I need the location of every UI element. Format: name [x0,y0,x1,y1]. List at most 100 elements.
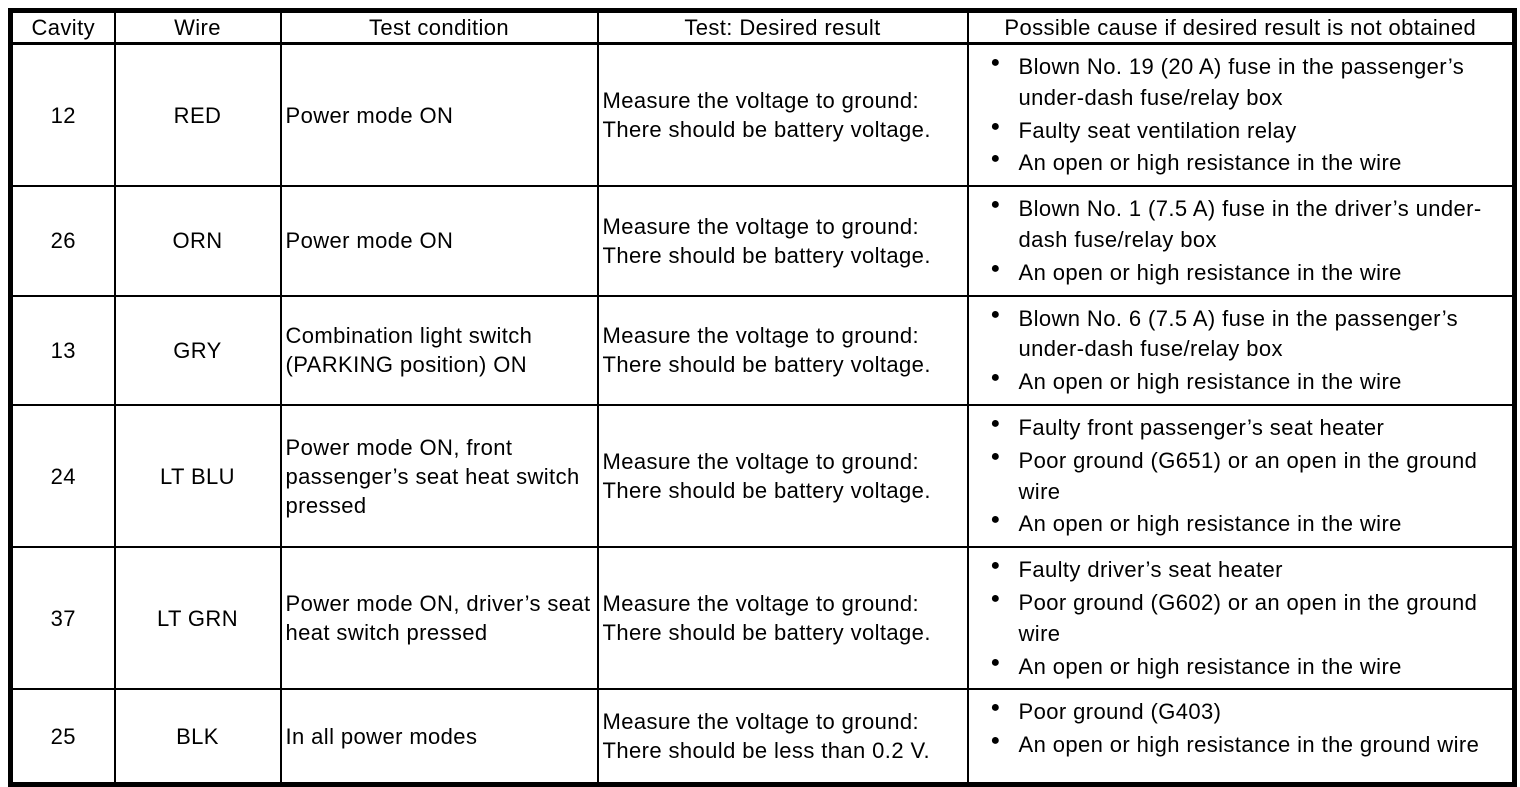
cause-item: ● An open or high resistance in the wire [970,509,1497,540]
desired-result-cell: Measure the voltage to ground:There shou… [596,42,969,188]
desired-result-cell: Measure the voltage to ground: There shou… [596,688,969,786]
test-condition-cell: Power mode ON, driver’s seat heat switch… [279,546,599,691]
cause-text: Poor ground (G602) or an open in the gro… [1018,589,1478,646]
cause-text: An open or high resistance in the wire [1018,511,1402,537]
col-header-wire: Wire [113,9,282,46]
cause-text: Poor ground (G403) [1018,699,1222,725]
cause-item: ● Blown No. 6 (7.5 A) fuse in the passeng… [970,304,1497,366]
cavity-cell: 24 [9,403,116,549]
result-line: Measure the voltage to ground: [602,213,920,239]
cause-text: Blown No. 19 (20 A) fuse in the passenge… [1018,54,1465,110]
cause-item: ● Faulty front passenger’s seat heater [970,413,1497,444]
test-condition-cell: Combination light switch (PARKING positi… [279,294,599,407]
cause-text: An open or high resistance in the wire [1018,369,1402,395]
cause-text: Poor ground (G651) or an open in the gro… [1018,447,1478,504]
result-line: There should be battery voltage. [602,117,931,143]
cause-item: ●Faulty seat ventilation relay [970,116,1497,147]
cause-item: ● An open or high resistance in the wire [970,367,1497,398]
bullet-icon: ● [990,369,1001,387]
wire-cell: GRY [113,294,282,407]
cause-list: ● Blown No. 6 (7.5 A) fuse in the passeng… [970,304,1497,398]
cause-item: ●Blown No. 19 (20 A) fuse in the passeng… [970,52,1497,114]
result-line: Measure the voltage to ground: [602,709,920,735]
cause-item: ● Blown No. 1 (7.5 A) fuse in the driver’… [970,194,1497,256]
desired-result-cell: Measure the voltage to ground: There shou… [596,294,969,407]
cause-text: An open or high resistance in the wire [1018,653,1402,679]
test-condition-cell: In all power modes [279,688,599,786]
cause-text: An open or high resistance in the ground… [1018,732,1480,758]
cavity-cell: 25 [9,688,116,786]
result-line: Measure the voltage to ground: [602,449,920,475]
desired-result-cell: Measure the voltage to ground: There shou… [596,403,969,549]
bullet-icon: ● [990,150,1001,168]
bullet-icon: ● [990,699,1001,717]
cause-text: Blown No. 6 (7.5 A) fuse in the passenge… [1018,305,1459,362]
possible-causes-cell: ● Faulty driver’s seat heater ● Poor ground… [966,546,1516,691]
bullet-icon: ● [990,259,1001,277]
wire-cell: BLK [113,688,282,786]
desired-result-cell: Measure the voltage to ground: There shou… [596,185,969,297]
result-line: There should be battery voltage. [602,242,931,268]
manual-page: Cavity Wire Test condition Test: Desired… [8,8,1517,787]
bullet-icon: ● [990,117,1001,135]
wire-cell: RED [113,42,282,188]
col-header-test-condition: Test condition [279,9,599,46]
result-line: There should be battery voltage. [602,478,931,504]
cavity-cell: 37 [9,546,116,691]
desired-result-cell: Measure the voltage to ground: There shou… [596,546,969,691]
cavity-cell: 26 [9,185,116,297]
cavity-cell: 12 [9,42,116,188]
bullet-icon: ● [990,653,1001,671]
test-condition-cell: Power mode ON, front passenger’s seat he… [279,403,599,549]
possible-causes-cell: ● Blown No. 1 (7.5 A) fuse in the driver’… [966,185,1516,297]
result-line: Measure the voltage to ground: [602,323,920,349]
result-line: There should be battery voltage. [602,620,931,646]
possible-causes-cell: ● Poor ground (G403) ● An open or high resi… [966,688,1516,786]
bullet-icon: ● [990,589,1001,607]
result-line: Measure the voltage to ground: [602,591,920,617]
test-condition-cell: Power mode ON [279,185,599,297]
wire-cell: LT BLU [113,403,282,549]
cause-text: An open or high resistance in the wire [1018,259,1402,285]
bullet-icon: ● [990,732,1001,750]
cause-text: An open or high resistance in the wire [1018,150,1402,176]
possible-causes-cell: ● Blown No. 6 (7.5 A) fuse in the passeng… [966,294,1516,407]
cause-list: ● Faulty driver’s seat heater ● Poor ground… [970,555,1497,683]
bullet-icon: ● [990,305,1001,323]
table-header-row: Cavity Wire Test condition Test: Desired… [9,9,1516,46]
cause-list: ● Blown No. 1 (7.5 A) fuse in the driver’… [970,194,1497,289]
bullet-icon: ● [990,196,1001,214]
bullet-icon: ● [990,511,1001,529]
possible-causes-cell: ● Faulty front passenger’s seat heater ● Po… [966,403,1516,549]
wire-cell: ORN [113,185,282,297]
bullet-icon: ● [990,557,1001,575]
col-header-cavity: Cavity [9,9,116,46]
result-line: There should be less than 0.2 V. [602,738,931,764]
wire-test-table: Cavity Wire Test condition Test: Desired… [8,8,1517,787]
bullet-icon: ● [990,447,1001,465]
cause-text: Blown No. 1 (7.5 A) fuse in the driver’s… [1018,196,1482,253]
cause-item: ● Poor ground (G602) or an open in the gr… [970,588,1497,650]
cause-text: Faulty front passenger’s seat heater [1018,415,1385,440]
cause-item: ● An open or high resistance in the wire [970,652,1497,683]
cause-list: ● Faulty front passenger’s seat heater ● Po… [970,413,1497,540]
cause-item: ● Poor ground (G651) or an open in the gr… [970,446,1497,508]
bullet-icon: ● [990,415,1001,432]
col-header-possible-cause: Possible cause if desired result is not … [966,9,1516,46]
cause-list: ● Blown No. 19 (20 A) fuse in the passeng… [970,52,1497,179]
cavity-cell: 13 [9,294,116,407]
wire-cell: LT GRN [113,546,282,691]
result-line: There should be battery voltage. [602,352,931,378]
cause-item: ● Poor ground (G403) [970,697,1497,728]
cause-text: Faulty driver’s seat heater [1018,557,1283,583]
cause-item: ● An open or high resistance in the wire [970,258,1497,289]
cause-item: ● An open or high resistance in the wire [970,148,1497,179]
test-condition-cell: Power mode ON [279,42,599,188]
